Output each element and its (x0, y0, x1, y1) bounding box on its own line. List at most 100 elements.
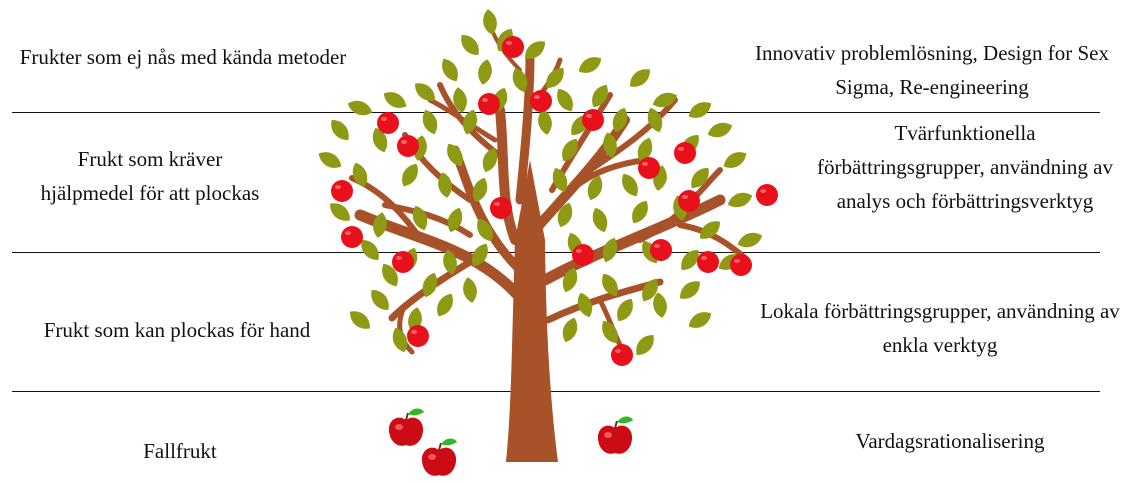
leaf-icon (737, 232, 763, 248)
leaf-icon (602, 320, 618, 344)
leaf-icon (562, 138, 578, 162)
apple-icon (341, 226, 363, 248)
apple-icon (331, 180, 353, 202)
apple-icon (392, 251, 414, 273)
leaf-icon (602, 273, 618, 297)
apple-icon (678, 190, 700, 212)
fallen-apple-icon (421, 438, 457, 476)
leaf-icon (415, 83, 435, 101)
leaf-icon (477, 218, 493, 242)
leaf-icon (688, 312, 712, 328)
left-label-tier-4: Fallfrukt (143, 439, 217, 463)
leaf-icon (437, 293, 453, 317)
apple-icon (582, 109, 604, 131)
leaf-icon (653, 292, 667, 318)
leaf-icon (438, 172, 452, 198)
apple-icon (572, 244, 594, 266)
left-label-tier-1: Frukter som ej nås med kända metoder (19, 45, 347, 69)
right-label-tier-1: Innovativ problemlösning, Design for Sex… (754, 41, 1110, 99)
leaf-icon (700, 221, 720, 239)
leaf-icon (546, 68, 564, 88)
apple-icon (697, 251, 719, 273)
tier-divider-2 (12, 252, 1100, 253)
leaf-icon (372, 127, 388, 153)
branch-12 (587, 97, 678, 173)
leaf-icon (587, 175, 603, 201)
leaf-icon (382, 263, 398, 287)
leaf-icon (652, 92, 678, 108)
tier-divider-1 (12, 112, 1100, 113)
leaf-icon (463, 277, 477, 303)
right-label-tier-2: Tvärfunktionella förbättringsgrupper, an… (817, 121, 1113, 213)
apple-icon (490, 197, 512, 219)
leaf-icon (617, 298, 633, 322)
leaf-icon (442, 58, 458, 82)
leaf-icon (472, 177, 488, 203)
leaf-icon (642, 278, 658, 302)
leaf-icon (331, 120, 349, 140)
apple-icon (730, 254, 752, 276)
right-label-tier-3: Lokala förbättringsgrupper, användning a… (760, 299, 1120, 357)
branch-9 (515, 50, 535, 205)
fallen-apple-icon (388, 408, 424, 446)
apple-icon (650, 239, 672, 261)
leaf-icon (562, 317, 578, 343)
leaf-icon (557, 202, 573, 228)
leaf-icon (350, 311, 370, 329)
leaf-icon (577, 292, 593, 318)
apple-icon (478, 93, 500, 115)
fallen-apple-icon (597, 416, 633, 454)
branch-11 (530, 115, 630, 235)
leaf-icon (602, 237, 618, 263)
left-label-tier-3: Frukt som kan plockas för hand (43, 318, 311, 342)
leaf-icon (412, 205, 428, 231)
leaf-icon (592, 84, 608, 108)
tree-trunk (506, 160, 558, 462)
leaf-icon (371, 290, 389, 310)
leaf-icon (622, 173, 638, 197)
leaf-icon (707, 122, 733, 138)
leaf-icon (383, 92, 407, 108)
leaf-icon (612, 107, 628, 133)
apple-icon (756, 184, 778, 206)
branch-19 (557, 157, 648, 203)
leaf-icon (422, 109, 438, 135)
leaf-icon (462, 109, 478, 135)
leaf-icon (483, 9, 497, 35)
leaf-icon (402, 163, 418, 187)
leaf-icon (392, 327, 408, 353)
leaf-icon (578, 57, 602, 73)
leaf-icon (361, 240, 379, 260)
apple-icon (638, 157, 660, 179)
leaf-icon (330, 203, 350, 221)
leaf-icon (422, 272, 438, 298)
leaf-icon (478, 59, 492, 85)
leaf-icon (447, 143, 463, 167)
leaf-icon (557, 88, 573, 112)
branch-7 (495, 105, 520, 245)
apple-icon (530, 90, 552, 112)
leaf-icon (453, 87, 467, 113)
leaf-icon (441, 438, 457, 446)
leaf-icon (461, 35, 479, 55)
leaf-icon (688, 102, 712, 118)
leaf-icon (447, 207, 463, 233)
leaf-icon (637, 137, 653, 163)
leaf-icon (592, 207, 608, 233)
leaf-icon (408, 408, 424, 416)
branch-20 (427, 97, 498, 143)
leaf-icon (525, 41, 545, 59)
apple-icon (377, 112, 399, 134)
leaf-icon (373, 212, 387, 238)
leaf-icon (723, 152, 747, 168)
leaf-icon (318, 152, 342, 168)
leaf-icon (482, 147, 498, 173)
apple-icon (407, 325, 429, 347)
leaf-icon (617, 416, 633, 424)
leaf-icon (352, 162, 368, 188)
branch-13 (539, 194, 726, 286)
tier-divider-3 (12, 391, 1100, 392)
leaf-icon (512, 67, 528, 93)
leaf-icon (691, 168, 709, 188)
